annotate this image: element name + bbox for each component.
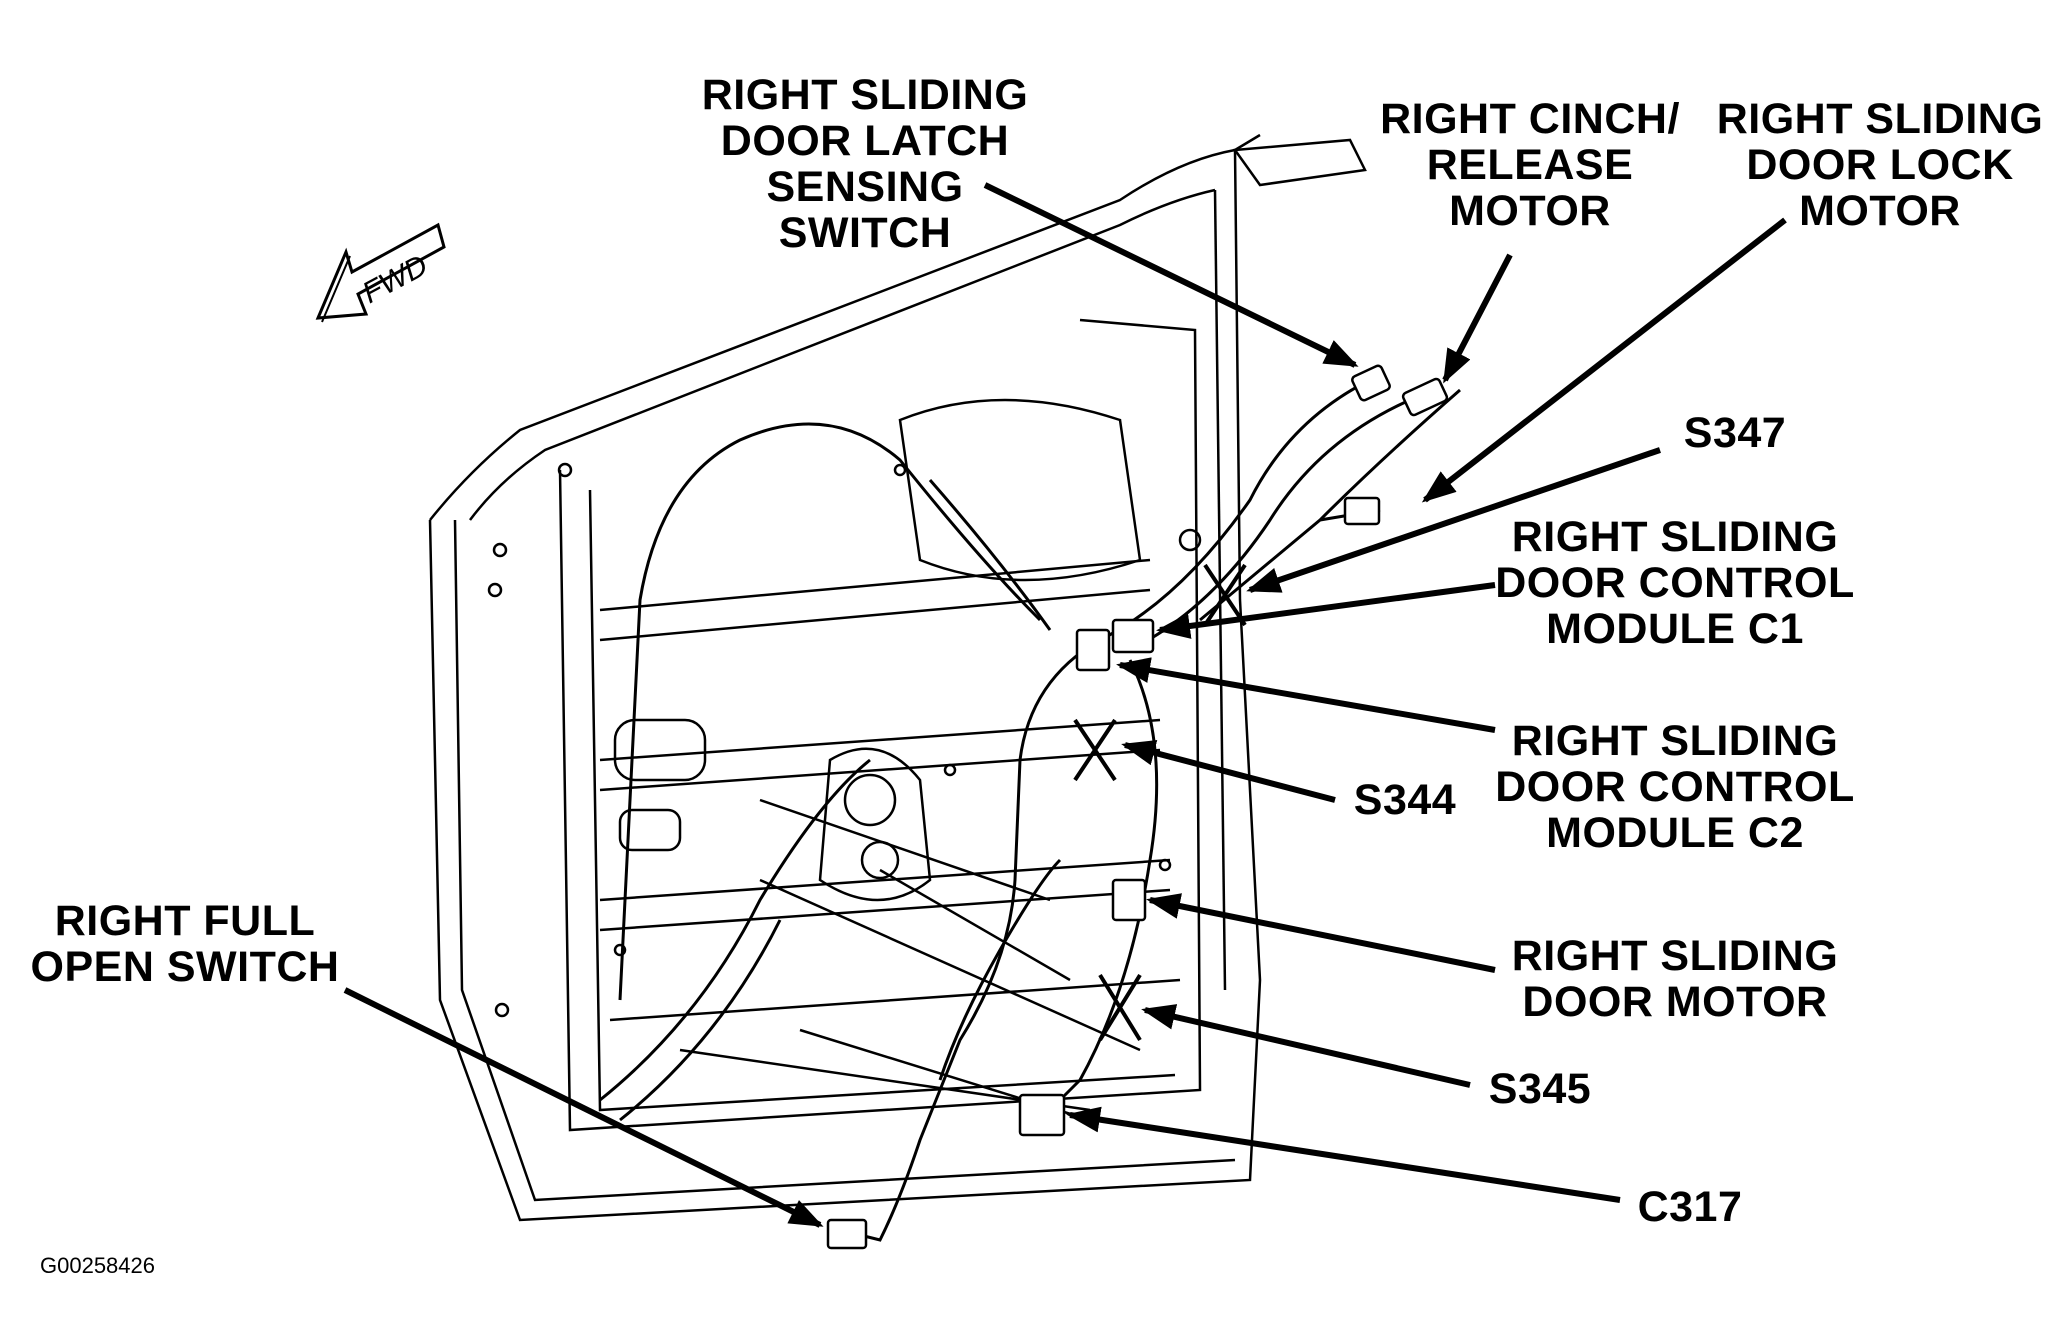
s347-splice-mark [1203, 563, 1247, 627]
callout-line: SENSING [766, 163, 964, 211]
cinch-motor-callout: RIGHT CINCH/ RELEASE MOTOR [1370, 96, 1690, 234]
door-motor-callout: RIGHT SLIDING DOOR MOTOR [1490, 933, 1860, 1025]
s345-arrow [1141, 1004, 1471, 1088]
callout-line: SWITCH [778, 209, 952, 257]
callout-line: C317 [1637, 1183, 1743, 1231]
latch-switch-connector [1351, 364, 1391, 402]
control-c1-callout: RIGHT SLIDING DOOR CONTROL MODULE C1 [1490, 514, 1860, 652]
door-motor-arrow [1146, 893, 1496, 973]
full-open-switch-connector [826, 1218, 868, 1250]
splice-marks [1073, 563, 1247, 1042]
door-panel-illustration [428, 133, 1367, 1222]
callout-line: S347 [1683, 409, 1787, 457]
s344-callout: S344 [1330, 777, 1480, 823]
callout-line: RIGHT SLIDING [1511, 513, 1839, 561]
control-c2-callout: RIGHT SLIDING DOOR CONTROL MODULE C2 [1490, 718, 1860, 856]
figure-code: G00258426 [40, 1253, 155, 1278]
callout-line: DOOR CONTROL [1495, 559, 1855, 607]
full-open-switch-arrow [343, 987, 824, 1228]
control-c2-connector [1075, 628, 1111, 672]
callout-line: DOOR CONTROL [1495, 763, 1855, 811]
c317-arrow [1066, 1106, 1621, 1203]
c317-callout: C317 [1615, 1184, 1765, 1230]
callout-line: S345 [1488, 1065, 1592, 1113]
callout-line: RIGHT SLIDING [701, 71, 1029, 119]
callout-line: RELEASE [1426, 141, 1634, 189]
callout-line: OPEN SWITCH [30, 943, 340, 991]
s345-splice-mark [1098, 973, 1142, 1042]
control-c1-arrow [1156, 582, 1496, 639]
component-shapes [826, 364, 1449, 1250]
control-c2-arrow [1116, 657, 1496, 733]
cinch-motor-arrow [1442, 253, 1513, 384]
callout-line: MOTOR [1449, 187, 1611, 235]
s344-splice-mark [1073, 718, 1117, 782]
s347-arrow [1246, 447, 1661, 593]
callout-line: RIGHT CINCH/ [1380, 95, 1680, 143]
lock-motor-callout: RIGHT SLIDING DOOR LOCK MOTOR [1710, 96, 2050, 234]
door-motor-connector [1111, 878, 1147, 922]
leader-arrows [343, 182, 1787, 1228]
callout-line: RIGHT FULL [54, 897, 316, 945]
lock-motor-connector [1343, 496, 1381, 526]
callout-line: MOTOR [1799, 187, 1961, 235]
callout-line: RIGHT SLIDING [1511, 932, 1839, 980]
callout-line: DOOR LATCH [720, 117, 1010, 165]
callout-line: MODULE C2 [1546, 809, 1804, 857]
callout-line: MODULE C1 [1546, 605, 1804, 653]
fwd-arrow-icon: FWD [315, 222, 446, 323]
full-open-switch-callout: RIGHT FULL OPEN SWITCH [30, 898, 340, 990]
callout-line: S344 [1353, 776, 1457, 824]
s347-callout: S347 [1660, 410, 1810, 456]
control-c1-connector [1111, 618, 1155, 654]
c317-connector [1018, 1093, 1066, 1137]
callout-line: DOOR LOCK [1746, 141, 2014, 189]
cinch-motor-connector [1401, 377, 1449, 417]
callout-line: DOOR MOTOR [1522, 978, 1828, 1026]
callout-line: RIGHT SLIDING [1511, 717, 1839, 765]
latch-switch-arrow [983, 182, 1359, 368]
s345-callout: S345 [1465, 1066, 1615, 1112]
wiring-harness [599, 378, 1461, 1242]
s344-arrow [1121, 740, 1336, 803]
lock-motor-arrow [1421, 217, 1787, 503]
callout-line: RIGHT SLIDING [1716, 95, 2044, 143]
latch-switch-callout: RIGHT SLIDING DOOR LATCH SENSING SWITCH [700, 72, 1030, 256]
